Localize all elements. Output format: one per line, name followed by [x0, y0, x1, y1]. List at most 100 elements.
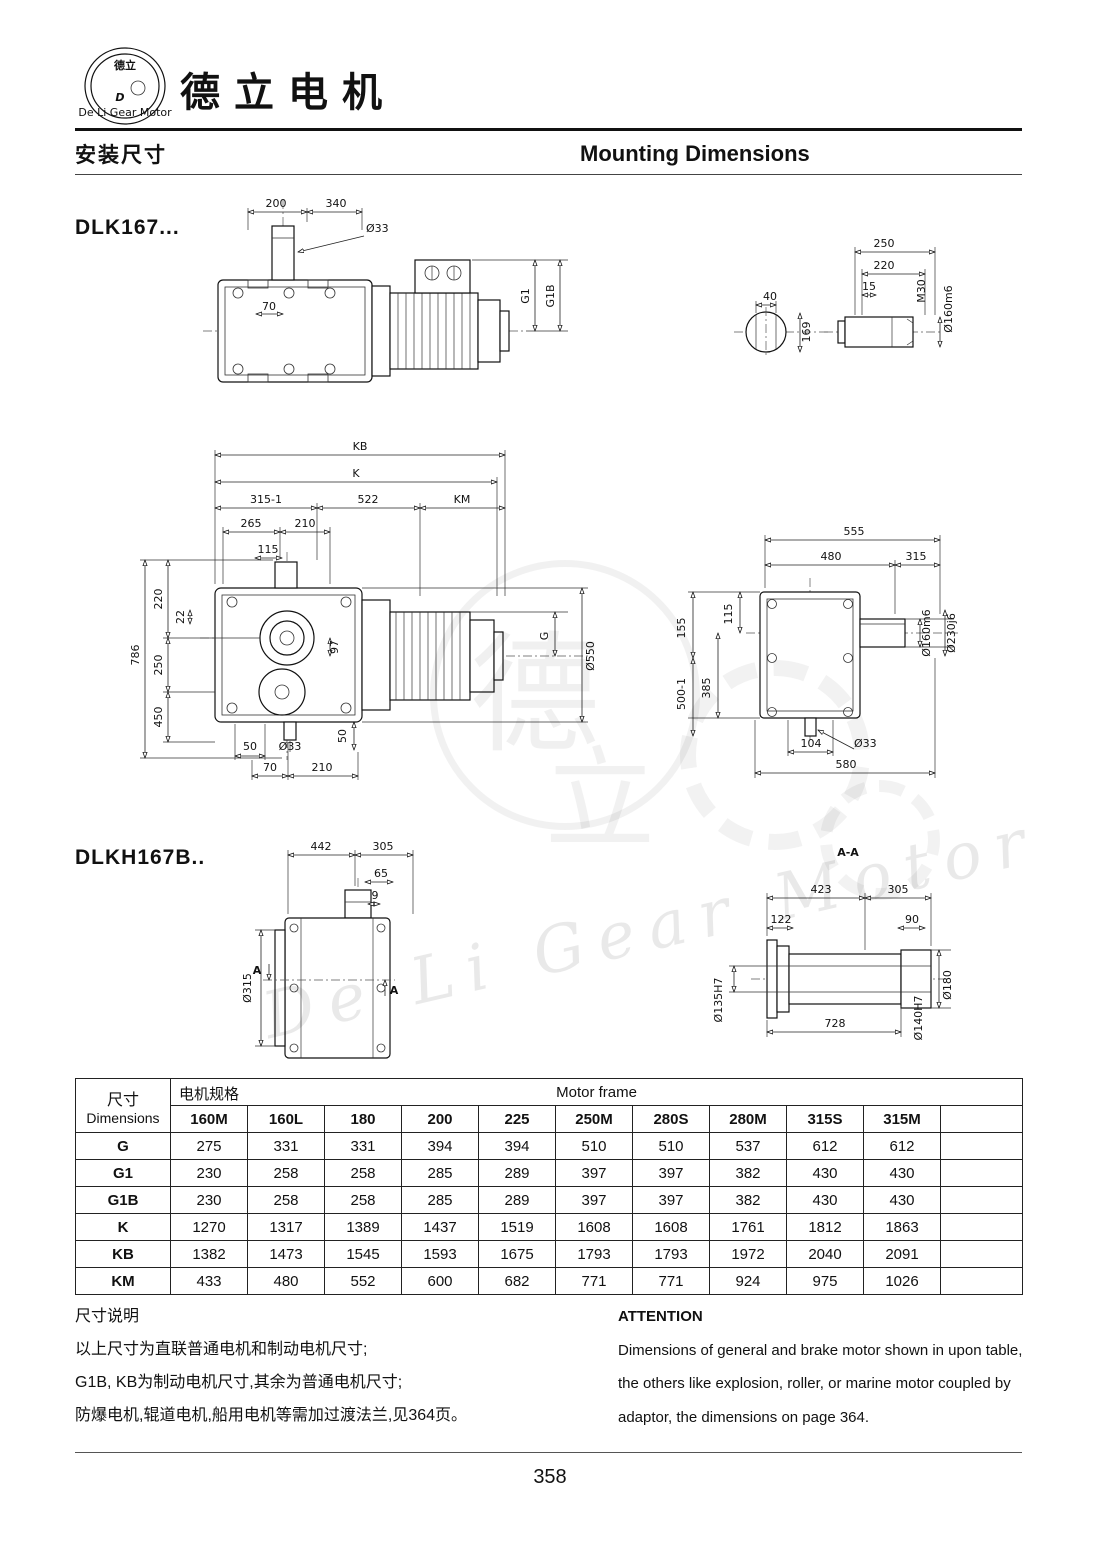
dimension-value: 975 — [786, 1267, 864, 1295]
dimension-value: 258 — [324, 1159, 402, 1187]
dimension-value — [939, 1186, 1024, 1214]
model-label-dlkh167b: DLKH167B.. — [75, 846, 206, 869]
dim-label: 22 — [174, 610, 187, 624]
dimensions: 555 480 315 Ø160m6 Ø230j6 115 155 500-1 … — [675, 525, 958, 778]
section-view-title: A-A — [837, 846, 859, 859]
dim-label: 40 — [763, 290, 777, 303]
dimension-value: 1382 — [170, 1240, 248, 1268]
output-shaft-stub — [283, 721, 297, 741]
dim-label: 220 — [874, 259, 895, 272]
dim-label: 50 — [243, 740, 257, 753]
dim-label: 305 — [888, 883, 909, 896]
dim-label: G — [538, 632, 551, 641]
dim-label: 70 — [262, 300, 276, 313]
dim-label: 728 — [825, 1017, 846, 1030]
dim-label: Ø140H7 — [912, 996, 925, 1041]
input-shaft-stub — [274, 561, 298, 589]
dimension-value: 397 — [632, 1186, 710, 1214]
header-rule — [75, 128, 1022, 131]
dimension-value: 1519 — [478, 1213, 556, 1241]
notes-cn: 尺寸说明 以上尺寸为直联普通电机和制动电机尺寸; G1B, KB为制动电机尺寸,… — [75, 1300, 545, 1432]
dimension-value: 285 — [401, 1186, 479, 1214]
dimension-value — [939, 1267, 1024, 1295]
gearbox-housing — [214, 561, 363, 741]
dimension-value: 510 — [632, 1132, 710, 1160]
dim-label: 500-1 — [675, 678, 688, 710]
dimension-value: 612 — [863, 1132, 941, 1160]
dim-label: 442 — [311, 840, 332, 853]
dimension-value: 230 — [170, 1159, 248, 1187]
dimension-value: 397 — [632, 1159, 710, 1187]
dim-label: 65 — [374, 867, 388, 880]
dimension-value: 1545 — [324, 1240, 402, 1268]
section-rule — [75, 174, 1022, 175]
dim-label: 15 — [862, 280, 876, 293]
footer-rule — [75, 1452, 1022, 1453]
gearbox-housing — [217, 279, 373, 383]
dimensions: KB K 315-1 522 KM 265 210 115 786 — [129, 440, 597, 780]
dimension-value: 430 — [786, 1186, 864, 1214]
notes-cn-line: 防爆电机,辊道电机,船用电机等需加过渡法兰,见364页。 — [75, 1407, 468, 1424]
dim-label: G1 — [519, 288, 532, 304]
dim-label: 97 — [328, 640, 341, 654]
dim-label: Ø180 — [941, 970, 954, 1000]
dimension-value: 258 — [247, 1159, 325, 1187]
dimension-value — [939, 1213, 1024, 1241]
dim-label: 480 — [821, 550, 842, 563]
notes-en-title: ATTENTION — [618, 1308, 703, 1325]
dim-label: Ø33 — [366, 222, 389, 235]
hollow-shaft-assembly — [766, 939, 932, 1019]
dimension-value: 331 — [324, 1132, 402, 1160]
column-header-empty — [939, 1105, 1024, 1133]
dimension-value — [939, 1240, 1024, 1268]
drawing-dlk167-rear-view: 555 480 315 Ø160m6 Ø230j6 115 155 500-1 … — [675, 525, 958, 778]
model-label-dlk167: DLK167... — [75, 216, 180, 239]
dimension-value: 289 — [478, 1159, 556, 1187]
dim-label: Ø230j6 — [945, 613, 958, 653]
gearbox-housing — [274, 889, 391, 1059]
dim-label: Ø135H7 — [712, 978, 725, 1023]
dimension-value: 1593 — [401, 1240, 479, 1268]
dim-label: 786 — [129, 645, 142, 666]
dim-label: 70 — [263, 761, 277, 774]
column-header: 160L — [247, 1105, 325, 1133]
dimension-value: 1608 — [632, 1213, 710, 1241]
dimension-value: 1793 — [555, 1240, 633, 1268]
dim-label: 250 — [874, 237, 895, 250]
dimension-row-label: G1B — [75, 1186, 171, 1214]
dimension-value: 382 — [709, 1159, 787, 1187]
motor — [371, 259, 510, 377]
dim-label: 210 — [295, 517, 316, 530]
dimension-value: 382 — [709, 1186, 787, 1214]
dimension-value: 1608 — [555, 1213, 633, 1241]
dim-label: 522 — [358, 493, 379, 506]
dim-label: 450 — [152, 707, 165, 728]
dimensions: 200 340 Ø33 70 G1 G1B — [248, 197, 568, 331]
dimensions: 442 305 65 9 Ø315 A A — [241, 840, 413, 1046]
dim-label: 90 — [905, 913, 919, 926]
motor-frame-group-cell: 电机规格 Motor frame — [169, 1078, 1024, 1106]
column-header: 280S — [632, 1105, 710, 1133]
dim-label: K — [352, 467, 360, 480]
group-label-cn: 电机规格 — [179, 1086, 240, 1103]
dimension-value: 1812 — [786, 1213, 864, 1241]
dimension-value: 397 — [555, 1159, 633, 1187]
brand-title: 德立电机 — [180, 69, 396, 116]
dimension-value: 1863 — [863, 1213, 941, 1241]
dimension-value: 510 — [555, 1132, 633, 1160]
input-shaft — [271, 225, 295, 281]
drawing-dlkh167b-section-aa: A-A 423 305 122 90 728 Ø135H7 Ø14 — [712, 846, 954, 1041]
dim-label: Ø550 — [584, 641, 597, 671]
shaft-end-view — [745, 307, 787, 357]
notes-en-line: the others like explosion, roller, or ma… — [618, 1375, 1011, 1392]
terminal-box — [414, 259, 471, 294]
dim-label: 50 — [336, 729, 349, 743]
dimension-value: 397 — [555, 1186, 633, 1214]
